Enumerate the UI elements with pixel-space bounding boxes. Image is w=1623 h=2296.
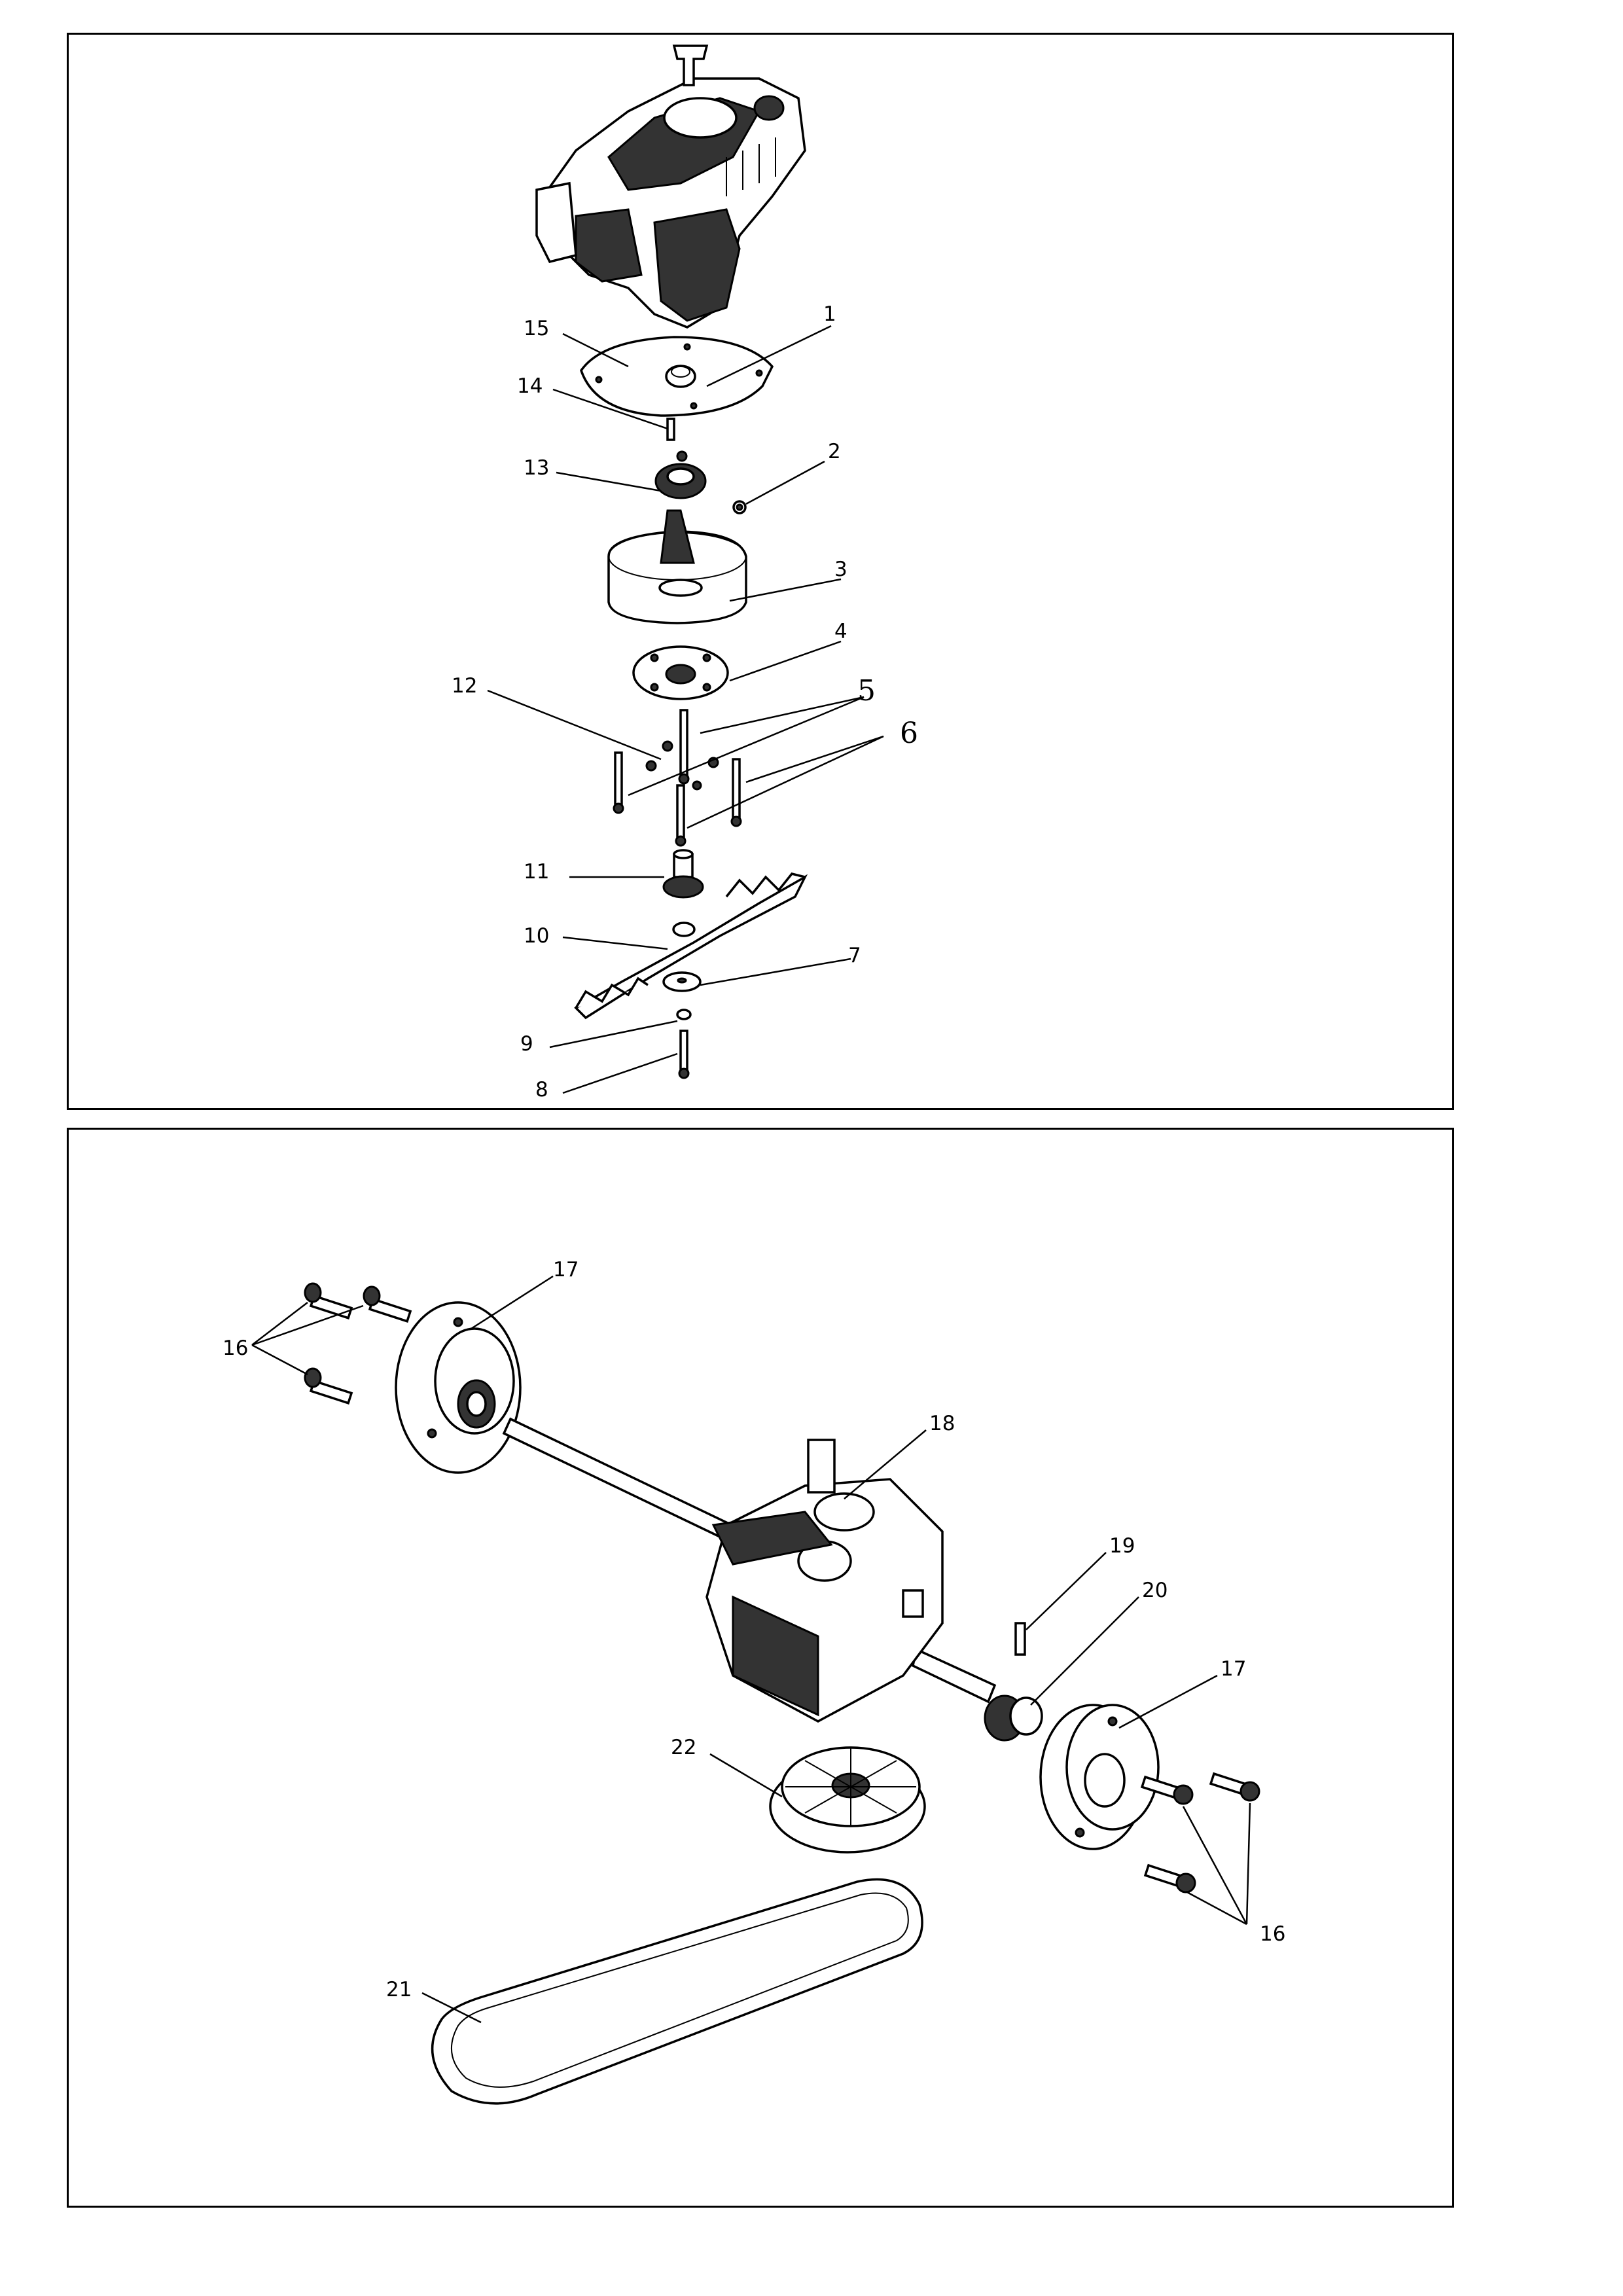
bolts-5-6 (613, 709, 742, 847)
bottom-callouts: 16 16 17 17 18 19 20 21 22 (223, 1258, 1285, 2001)
blade-washer-7 (662, 971, 702, 992)
callout-21: 21 (386, 1978, 412, 2001)
bottom-leader-lines (251, 1275, 1251, 2024)
bolts-16-left (304, 1282, 412, 1405)
callout-17-right: 17 (1221, 1657, 1246, 1681)
washer-9-bolt-8 (676, 1009, 692, 1079)
callout-13: 13 (524, 456, 549, 480)
callout-16-left: 16 (223, 1336, 248, 1360)
deck-plate (580, 336, 774, 417)
callout-10: 10 (524, 924, 549, 948)
callout-19: 19 (1109, 1534, 1135, 1558)
nut-2 (732, 500, 747, 514)
callout-8: 8 (535, 1078, 548, 1102)
blade-housing-3 (607, 509, 747, 624)
wheel-hub-17-right (1039, 1704, 1160, 1850)
callout-15: 15 (524, 317, 549, 340)
callout-14: 14 (517, 374, 543, 398)
cutting-blade-10 (574, 872, 808, 1020)
top-leader-lines (487, 325, 884, 1094)
sprocket-20 (984, 1695, 1043, 1742)
pin-19 (1014, 1622, 1026, 1656)
callout-5: 5 (857, 674, 876, 708)
callout-3: 3 (834, 558, 847, 581)
callout-9: 9 (520, 1032, 533, 1056)
blade-hub-11 (662, 849, 704, 899)
callout-6: 6 (900, 717, 918, 750)
callout-12: 12 (452, 674, 477, 698)
drive-pulley-13 (654, 450, 707, 499)
pulley-22 (769, 1746, 926, 1854)
callout-2: 2 (828, 440, 841, 463)
callout-22: 22 (671, 1736, 696, 1759)
engine-assembly (535, 45, 806, 329)
top-callouts: 1 2 3 4 5 6 7 8 9 10 11 12 13 14 15 (452, 302, 918, 1102)
callout-7: 7 (848, 944, 861, 967)
gearbox-18 (705, 1439, 944, 1723)
blade-adapter-4 (632, 645, 729, 700)
drive-belt-21 (431, 1878, 923, 2105)
wheel-hub-17-left (395, 1301, 522, 1474)
callout-11: 11 (524, 860, 549, 884)
callout-17-left: 17 (553, 1258, 579, 1282)
callout-20: 20 (1142, 1579, 1168, 1602)
callout-4: 4 (834, 620, 847, 643)
callout-1: 1 (823, 302, 836, 326)
bolts-16-right (1140, 1772, 1260, 1893)
callout-18: 18 (929, 1412, 955, 1435)
key-pin (666, 418, 675, 441)
callout-16-right: 16 (1260, 1922, 1285, 1946)
